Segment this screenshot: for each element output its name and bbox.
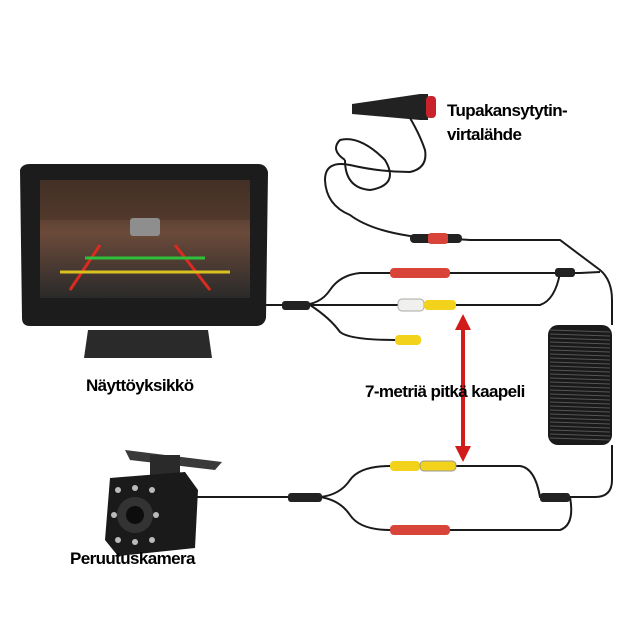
coil-ring (549, 361, 611, 365)
coil-ring (549, 433, 611, 437)
coil-ring (549, 389, 611, 393)
monitor-aux-wire (309, 304, 396, 341)
coiled-extension-cable (548, 325, 612, 445)
coil-ring (549, 417, 611, 421)
label-monitor: Näyttöyksikkö (86, 376, 194, 395)
coil-ring (549, 393, 611, 397)
coil-ring (549, 333, 611, 337)
rca-yellow-monitor (424, 300, 456, 310)
coil-ring (549, 397, 611, 401)
coil-ring (549, 421, 611, 425)
rca-white-monitor (397, 298, 425, 312)
coil-ring (549, 377, 611, 381)
length-arrow (455, 314, 471, 462)
rca-red-camera (390, 525, 450, 535)
coil-ring (549, 337, 611, 341)
coil-ring (549, 345, 611, 349)
coil-ring (549, 425, 611, 429)
label-cable-length: 7-metriä pitkä kaapeli (365, 382, 525, 401)
coil-ring (549, 405, 611, 409)
camera-plug (288, 493, 322, 502)
reverse-camera (105, 450, 222, 556)
coil-ring (549, 413, 611, 417)
coil-ring (549, 409, 611, 413)
power-connector-red (428, 233, 448, 244)
coil-ring (549, 357, 611, 361)
coil-ring (549, 437, 611, 441)
rca-yellow-camera (390, 461, 420, 471)
coil-ring (549, 385, 611, 389)
monitor-plug (282, 301, 310, 310)
coil-ring (549, 341, 611, 345)
coil-ring (549, 429, 611, 433)
coil-ring (549, 373, 611, 377)
coil-ring (549, 353, 611, 357)
rca-yellow-aux (395, 335, 421, 345)
coil-ring (549, 369, 611, 373)
coil-ring (549, 329, 611, 333)
coil-ring (549, 401, 611, 405)
power-cable (409, 235, 613, 325)
coil-ring (549, 349, 611, 353)
label-camera: Peruutuskamera (70, 549, 196, 568)
label-power-source-line2: virtalähde (447, 125, 521, 144)
coil-ring (549, 381, 611, 385)
label-power-source-line1: Tupakansytytin- (447, 101, 567, 120)
coil-ring (549, 365, 611, 369)
cigarette-lighter-plug (323, 94, 436, 237)
rca-red-monitor (390, 268, 450, 278)
monitor-unit (20, 164, 268, 358)
